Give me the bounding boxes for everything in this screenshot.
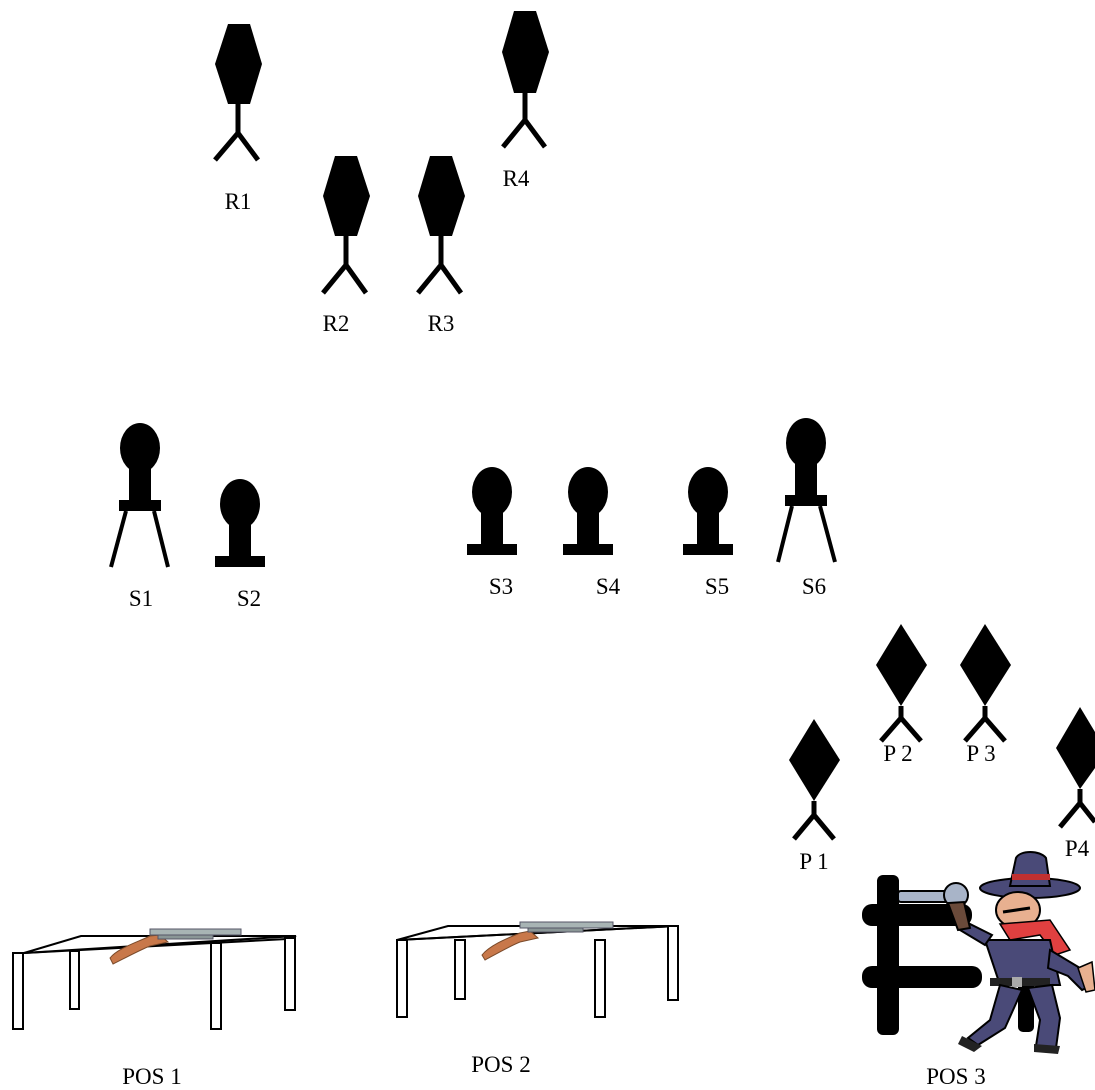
shotgun-target-label: S1 [129,586,153,611]
rifle-target-label: R3 [428,311,455,336]
pistol-target-p3: P 3 [960,624,1011,766]
rifle-target-label: R2 [323,311,350,336]
pos1-table-with-rifle: POS 1 [12,928,297,1089]
rifle-target-label: R1 [225,189,252,214]
rifle-target-r2: R2 [321,156,370,336]
table [12,935,297,1030]
pistol-target-label: P 2 [883,741,912,766]
shotgun-target-label: S2 [237,586,261,611]
pos3-fence-with-cowboy: POS 3 [862,851,1095,1089]
pistol-target-label: P 1 [799,849,828,874]
pistol-target-label: P 3 [966,741,995,766]
rifle-icon [109,928,242,965]
cowboy-gunslinger-icon [897,851,1095,1054]
shotgun-target-s3: S3 [467,467,517,599]
rifle-target-r3: R3 [416,156,465,336]
rifle-icon [481,921,614,961]
shotgun-target-label: S6 [802,574,826,599]
shotgun-target-label: S4 [596,574,621,599]
pistol-target-p4: P4 [1056,707,1095,861]
pistol-target-label: P4 [1065,836,1090,861]
shotgun-target-s4: S4 [563,467,621,599]
rifle-target-label: R4 [503,166,530,191]
rifle-target-r4: R4 [501,11,549,191]
shotgun-target-s5: S5 [683,467,733,599]
position-label: POS 3 [926,1064,985,1089]
pistol-target-p1: P 1 [789,719,840,874]
pistol-target-p2: P 2 [876,624,927,766]
shotgun-target-label: S3 [489,574,513,599]
position-label: POS 2 [471,1052,530,1077]
shotgun-target-s2: S2 [215,479,265,611]
shotgun-target-s1: S1 [109,423,170,611]
fence [862,875,1034,1035]
shotgun-target-label: S5 [705,574,729,599]
pos2-table-with-rifle: POS 2 [396,921,679,1077]
table [396,925,679,1018]
rifle-target-r1: R1 [213,24,262,214]
shotgun-target-s6: S6 [776,418,837,599]
position-label: POS 1 [122,1064,181,1089]
